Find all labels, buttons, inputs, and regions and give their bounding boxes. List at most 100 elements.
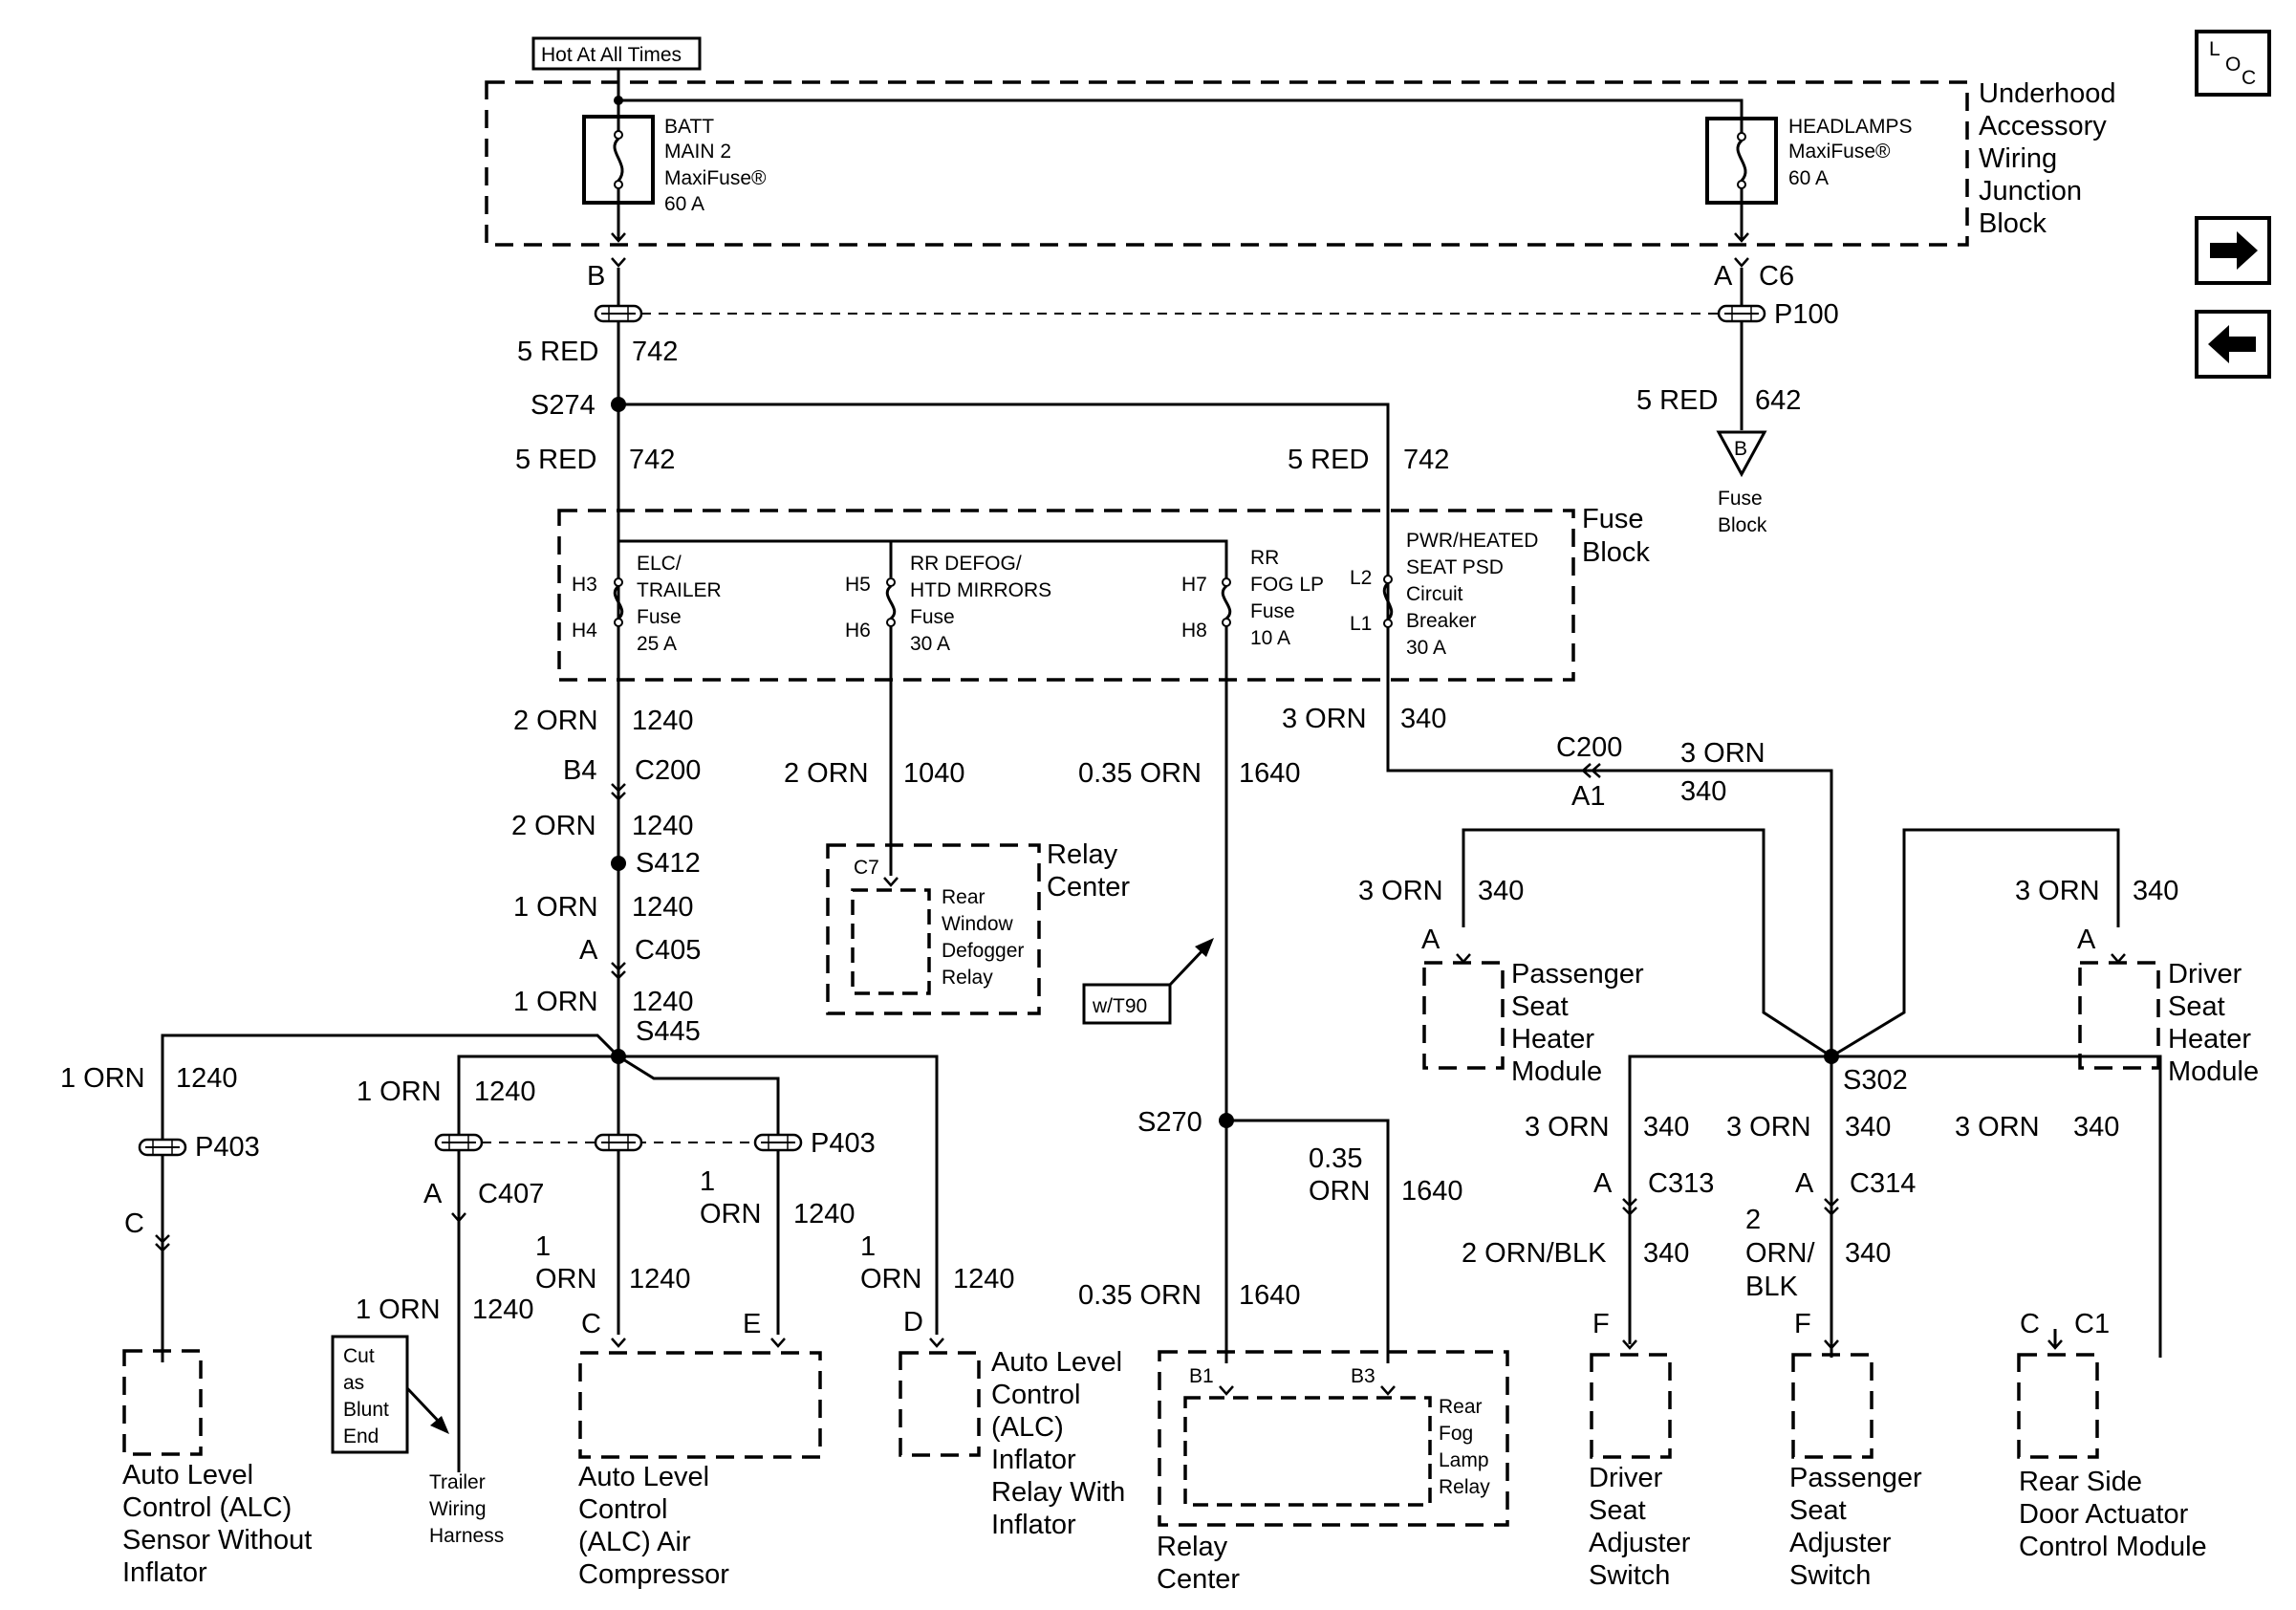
alc-compressor-e-wire bbox=[617, 1055, 780, 1335]
svg-text:Center: Center bbox=[1047, 872, 1130, 903]
fuse-block-outline bbox=[557, 509, 1575, 682]
svg-text:5 RED: 5 RED bbox=[1636, 385, 1718, 416]
svg-text:Control (ALC): Control (ALC) bbox=[122, 1492, 292, 1523]
alc-compressor-outline bbox=[578, 1351, 822, 1459]
p100-label: P100 bbox=[1774, 299, 1839, 330]
svg-text:MaxiFuse®: MaxiFuse® bbox=[1788, 141, 1891, 163]
svg-text:w/T90: w/T90 bbox=[1092, 995, 1147, 1017]
svg-text:Switch: Switch bbox=[1589, 1560, 1670, 1591]
svg-text:ORN: ORN bbox=[700, 1199, 761, 1229]
svg-text:Underhood: Underhood bbox=[1979, 78, 2116, 109]
svg-text:H8: H8 bbox=[1181, 620, 1207, 642]
svg-text:D: D bbox=[903, 1307, 923, 1338]
svg-text:60 A: 60 A bbox=[664, 193, 704, 215]
svg-text:340: 340 bbox=[1643, 1238, 1689, 1269]
svg-text:A: A bbox=[1421, 925, 1440, 955]
svg-text:Harness: Harness bbox=[429, 1525, 504, 1547]
svg-text:C200: C200 bbox=[1556, 732, 1622, 763]
svg-text:Junction: Junction bbox=[1979, 176, 2082, 207]
rear-defog-relay-label: Rear Window Defogger Relay bbox=[942, 886, 1024, 989]
rr-defog-fuse: H5 H6 RR DEFOG/ HTD MIRRORS Fuse 30 A bbox=[845, 553, 1051, 655]
rr-fog-lp-fuse: H7 H8 RR FOG LP Fuse 10 A bbox=[1181, 547, 1324, 649]
svg-text:3 ORN: 3 ORN bbox=[1358, 876, 1443, 906]
alc-compressor-label: Auto Level Control (ALC) Air Compressor bbox=[578, 1462, 729, 1590]
svg-text:1640: 1640 bbox=[1239, 1280, 1301, 1311]
svg-text:Inflator: Inflator bbox=[122, 1557, 207, 1588]
fuse-block-name: Fuse Block bbox=[1582, 504, 1650, 568]
svg-text:Wiring: Wiring bbox=[429, 1498, 487, 1520]
svg-text:1240: 1240 bbox=[793, 1199, 856, 1229]
rear-door-module-outline bbox=[2017, 1353, 2099, 1459]
svg-text:Relay: Relay bbox=[1157, 1532, 1228, 1562]
relay-center-b-outline bbox=[1158, 1350, 1509, 1527]
svg-text:60 A: 60 A bbox=[1788, 167, 1829, 189]
svg-text:RR: RR bbox=[1250, 547, 1279, 569]
svg-text:C: C bbox=[124, 1208, 144, 1239]
svg-text:3 ORN: 3 ORN bbox=[1726, 1112, 1811, 1142]
svg-text:0.35 ORN: 0.35 ORN bbox=[1078, 1280, 1202, 1311]
svg-text:E: E bbox=[743, 1309, 761, 1339]
svg-text:5 RED: 5 RED bbox=[515, 445, 596, 475]
pass-heater-wire bbox=[1462, 828, 1832, 1058]
relay-center-b-name: Relay Center bbox=[1157, 1532, 1240, 1595]
svg-text:C7: C7 bbox=[854, 857, 879, 879]
svg-text:3 ORN: 3 ORN bbox=[1955, 1112, 2040, 1142]
source-label-box: Hot At All Times bbox=[531, 36, 702, 71]
svg-text:ORN: ORN bbox=[1309, 1176, 1370, 1207]
loc-icon[interactable]: L O C bbox=[2195, 30, 2271, 97]
svg-text:1 ORN: 1 ORN bbox=[356, 1295, 441, 1325]
svg-text:Fuse: Fuse bbox=[637, 606, 682, 628]
svg-text:Rear: Rear bbox=[1439, 1396, 1483, 1418]
svg-text:B4: B4 bbox=[563, 755, 596, 786]
svg-text:Block: Block bbox=[1582, 537, 1650, 568]
svg-text:MAIN 2: MAIN 2 bbox=[664, 141, 731, 163]
arrow-left-icon[interactable] bbox=[2195, 310, 2271, 379]
svg-text:2 ORN: 2 ORN bbox=[513, 706, 598, 736]
svg-text:F: F bbox=[1794, 1309, 1811, 1339]
svg-text:HEADLAMPS: HEADLAMPS bbox=[1788, 116, 1913, 138]
svg-text:Rear: Rear bbox=[942, 886, 986, 908]
svg-text:C314: C314 bbox=[1850, 1168, 1916, 1199]
svg-text:Trailer: Trailer bbox=[429, 1471, 486, 1493]
svg-text:H3: H3 bbox=[572, 574, 597, 596]
rear-fog-relay-label: Rear Fog Lamp Relay bbox=[1439, 1396, 1490, 1498]
relay-center-a-name: Relay Center bbox=[1047, 839, 1130, 903]
svg-text:Block: Block bbox=[1718, 514, 1767, 536]
rear-defog-relay-outline bbox=[851, 888, 931, 995]
pin-a-label: A bbox=[1714, 261, 1733, 292]
svg-text:Door Actuator: Door Actuator bbox=[2019, 1499, 2189, 1530]
svg-text:S302: S302 bbox=[1843, 1065, 1908, 1096]
alc-sensor-label: Auto Level Control (ALC) Sensor Without … bbox=[122, 1460, 312, 1588]
svg-text:Relay With: Relay With bbox=[991, 1477, 1125, 1508]
svg-text:C1: C1 bbox=[2074, 1309, 2110, 1339]
svg-text:A: A bbox=[423, 1179, 443, 1209]
blunt-end-label: Cut as Blunt End bbox=[331, 1335, 449, 1454]
svg-text:BLK: BLK bbox=[1745, 1272, 1798, 1302]
underhood-bus-wire bbox=[617, 69, 1744, 117]
splice-s274-label: S274 bbox=[531, 390, 596, 421]
svg-text:1240: 1240 bbox=[472, 1295, 534, 1325]
drv-heater-outline bbox=[2078, 961, 2160, 1070]
svg-text:Heater: Heater bbox=[1511, 1024, 1594, 1055]
svg-text:Module: Module bbox=[1511, 1056, 1602, 1087]
svg-text:3 ORN: 3 ORN bbox=[2015, 876, 2100, 906]
underhood-block-outline bbox=[485, 80, 1969, 247]
svg-text:1240: 1240 bbox=[632, 987, 694, 1017]
svg-text:Inflator: Inflator bbox=[991, 1445, 1076, 1475]
svg-text:(ALC): (ALC) bbox=[991, 1412, 1064, 1443]
svg-text:0.35: 0.35 bbox=[1309, 1143, 1362, 1174]
svg-text:ORN: ORN bbox=[860, 1264, 921, 1295]
svg-text:Auto Level: Auto Level bbox=[578, 1462, 709, 1492]
svg-text:A1: A1 bbox=[1571, 781, 1605, 812]
svg-text:1640: 1640 bbox=[1239, 758, 1301, 789]
svg-text:1040: 1040 bbox=[903, 758, 965, 789]
svg-text:Heater: Heater bbox=[2168, 1024, 2251, 1055]
svg-text:FOG LP: FOG LP bbox=[1250, 574, 1324, 596]
svg-text:Inflator: Inflator bbox=[991, 1510, 1076, 1540]
svg-text:H5: H5 bbox=[845, 574, 871, 596]
svg-text:BATT: BATT bbox=[664, 116, 714, 138]
svg-text:Seat: Seat bbox=[1589, 1495, 1646, 1526]
arrow-right-icon[interactable] bbox=[2195, 216, 2271, 285]
pass-seat-switch-outline bbox=[1791, 1353, 1874, 1459]
